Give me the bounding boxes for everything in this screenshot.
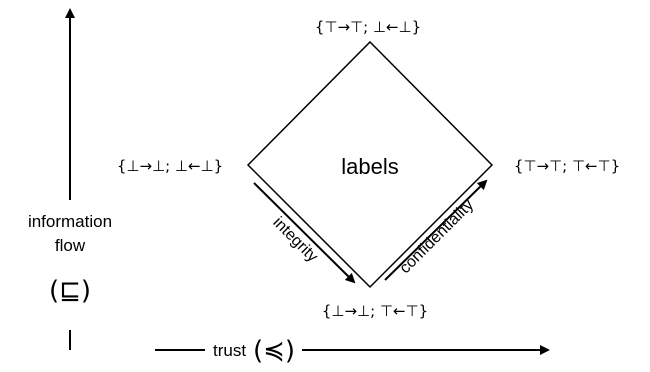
top-lattice-label: {⊤→⊤; ⊥←⊥}: [315, 18, 421, 36]
integrity-arrow: [253, 182, 356, 284]
bottom-lattice-label: {⊥→⊥; ⊤←⊤}: [322, 302, 428, 320]
left-lattice-label: {⊥→⊥; ⊥←⊥}: [117, 157, 223, 175]
information-flow-label-line1: information: [28, 212, 112, 231]
lattice-diamond: [246, 40, 494, 289]
trust-symbol: (≼): [253, 336, 295, 366]
center-label: labels: [341, 154, 398, 179]
information-flow-symbol: (⊑): [49, 276, 91, 306]
trust-label: trust: [213, 341, 246, 360]
confidentiality-label: confidentiality: [397, 197, 478, 278]
right-lattice-label: {⊤→⊤; ⊤←⊤}: [514, 157, 620, 175]
confidentiality-arrow: [384, 179, 488, 281]
information-flow-label-line2: flow: [55, 236, 86, 255]
integrity-label: integrity: [269, 214, 321, 266]
